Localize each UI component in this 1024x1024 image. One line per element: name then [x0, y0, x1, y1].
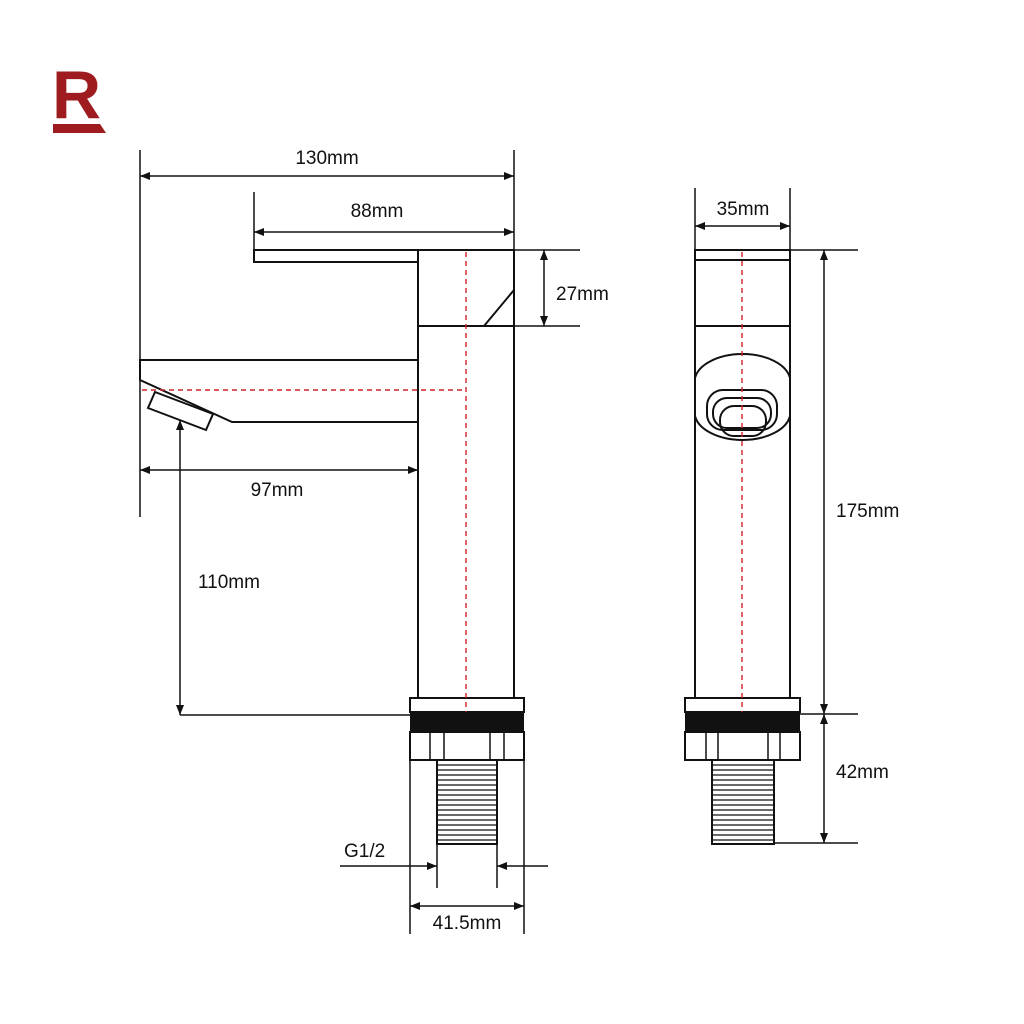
aerator [146, 390, 215, 432]
threaded-shank [436, 759, 498, 845]
side-base-band [685, 712, 800, 732]
spout [139, 359, 418, 423]
aerator-inner [719, 405, 767, 437]
dim-spout-height: 110mm [198, 572, 260, 593]
dim-body-height: 175mm [836, 501, 899, 522]
base-nut [409, 731, 525, 761]
brand-logo: R [52, 57, 106, 133]
side-view: 35mm 175mm 42mm [684, 188, 899, 845]
side-shank-threads [712, 764, 774, 841]
dim-thread-size: G1/2 [344, 841, 385, 862]
logo-letter: R [52, 57, 101, 133]
logo-underline [53, 124, 106, 133]
side-threaded-shank [711, 759, 775, 845]
dim-handle-length: 88mm [351, 201, 404, 222]
dim-body-width: 35mm [717, 199, 770, 220]
base-band [410, 712, 524, 732]
spout-end [694, 353, 791, 441]
dim-handle-height: 27mm [556, 284, 609, 305]
shank-threads [437, 764, 497, 841]
dim-shank-length: 42mm [836, 762, 889, 783]
dim-spout-reach: 97mm [251, 480, 304, 501]
handle-lever [253, 249, 515, 327]
side-base-nut [684, 731, 801, 761]
front-view: 130mm 88mm 27mm 97mm 110mm G1/2 41.5mm [139, 148, 609, 934]
base-collar [409, 697, 525, 713]
dim-overall-length: 130mm [295, 148, 358, 169]
dim-base-width: 41.5mm [433, 913, 502, 934]
